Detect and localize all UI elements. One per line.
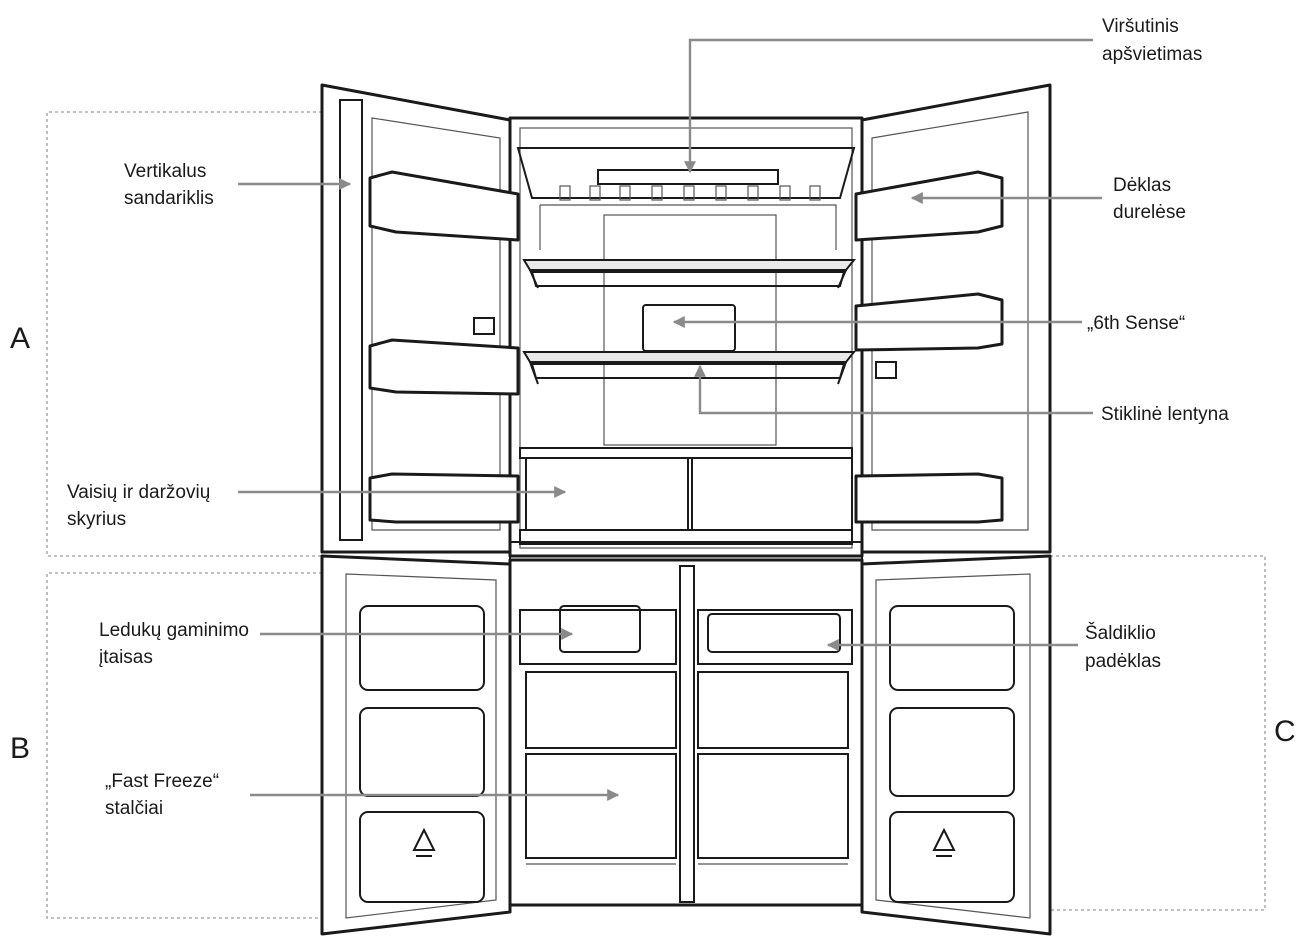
door-bin-left-1 — [368, 170, 520, 242]
glass-shelf-top — [522, 259, 857, 271]
freezer-tray — [707, 613, 841, 653]
door-panel-right-2 — [889, 707, 1015, 797]
callout-arrows — [238, 38, 1102, 801]
zone-c-box — [1050, 555, 1266, 911]
door-bin-right-1 — [854, 170, 1004, 242]
fast-freeze-drawer-left — [525, 753, 677, 859]
zone-a-label: A — [10, 322, 30, 355]
door-panel-right-1 — [889, 605, 1015, 691]
label-freezer-tray: Šaldiklio padėklas — [1085, 622, 1161, 672]
right-lower-door — [860, 554, 1052, 936]
door-hinge — [473, 317, 495, 335]
label-fast-freeze: „Fast Freeze“ stalčiai — [105, 771, 224, 819]
zone-b-box — [46, 572, 322, 919]
ice-maker — [559, 605, 641, 653]
door-bin-left-3 — [368, 472, 520, 524]
left-upper-door — [320, 83, 520, 554]
recycle-icon — [412, 827, 436, 857]
fast-freeze-drawer-right — [697, 753, 849, 859]
door-panel-left-1 — [359, 605, 485, 691]
label-top-light: Viršutinis apšvietimas — [1102, 16, 1202, 65]
label-glass-shelf: Stiklinė lentyna — [1101, 404, 1229, 425]
right-upper-door — [854, 83, 1052, 554]
label-crisper: Vaisių ir daržovių skyrius — [67, 482, 216, 530]
freezer-drawer-left-1 — [525, 671, 677, 749]
light-vents — [559, 185, 821, 201]
zone-b-label: B — [10, 732, 30, 765]
label-ice-maker: Ledukų gaminimo įtaisas — [99, 620, 254, 668]
door-bin-left-2 — [368, 338, 520, 396]
recycle-icon — [932, 827, 956, 857]
freezer-cabinet — [508, 558, 864, 907]
label-vertical-seal: Vertikalus sandariklis — [124, 161, 214, 209]
left-lower-door — [320, 554, 512, 936]
door-bin-right-3 — [854, 472, 1004, 524]
vertical-seal — [339, 99, 363, 541]
cabinet — [508, 116, 864, 561]
glass-shelf — [522, 351, 857, 363]
label-sixth-sense: „6th Sense“ — [1087, 313, 1185, 334]
freezer-drawer-right-1 — [697, 671, 849, 749]
door-panel-left-3 — [359, 811, 485, 903]
zone-c-label: C — [1274, 715, 1296, 748]
door-panel-right-3 — [889, 811, 1015, 903]
label-door-bin: Dėklas durelėse — [1113, 175, 1186, 223]
